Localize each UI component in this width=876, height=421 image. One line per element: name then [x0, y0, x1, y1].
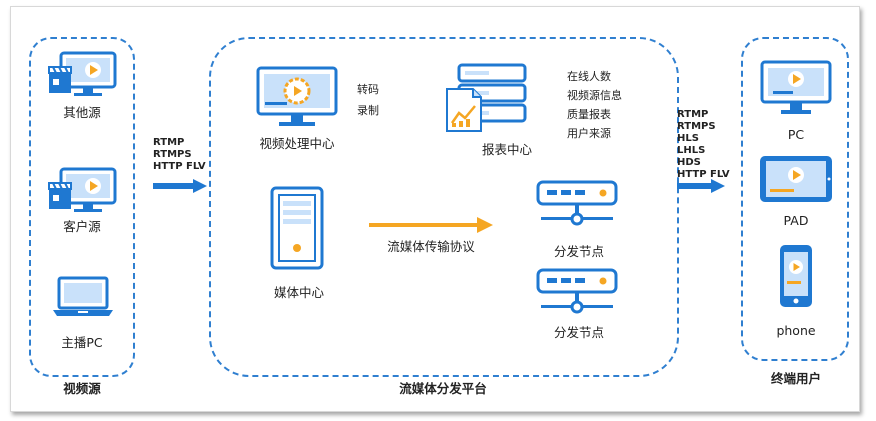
distribution-node-icon	[536, 268, 618, 314]
distribution-node-label: 分发节点	[553, 244, 605, 259]
protocol-label: HDS	[677, 157, 701, 168]
function-label: 转码	[357, 83, 379, 96]
video-center-label: 视频处理中心	[259, 136, 335, 151]
terminal-group	[741, 37, 849, 361]
monitor-video-icon	[48, 167, 117, 212]
pc-monitor-icon	[760, 60, 832, 114]
terminal-label-pad: PAD	[783, 213, 809, 228]
distribution-node-label: 分发节点	[553, 325, 605, 340]
terminal-label-phone: phone	[776, 323, 816, 338]
report-center-functions: 在线人数 视频源信息 质量报表 用户来源	[567, 67, 622, 143]
protocol-label: RTMP	[677, 109, 709, 120]
source-label-other: 其他源	[63, 105, 101, 120]
function-label: 质量报表	[567, 108, 611, 121]
protocol-label: HTTP FLV	[677, 169, 730, 180]
protocol-label: RTMPS	[153, 149, 192, 160]
tablet-icon	[760, 156, 832, 202]
terminal-group-title: 终端用户	[770, 371, 822, 386]
report-center-label: 报表中心	[481, 142, 533, 157]
delivery-protocol-list: RTMP RTMPS HLS LHLS HDS HTTP FLV	[677, 109, 730, 181]
transport-arrow	[369, 217, 493, 233]
protocol-label: RTMPS	[677, 121, 716, 132]
function-label: 用户来源	[567, 127, 611, 140]
source-group-title: 视频源	[63, 381, 101, 396]
ingest-protocol-list: RTMP RTMPS HTTP FLV	[153, 137, 206, 173]
protocol-label: HTTP FLV	[153, 161, 206, 172]
protocol-label: RTMP	[153, 137, 185, 148]
media-server-tower-icon	[270, 186, 324, 270]
video-processing-monitor-icon	[256, 66, 338, 126]
source-group	[29, 37, 135, 377]
protocol-label: HLS	[677, 133, 699, 144]
report-server-icon	[446, 63, 527, 132]
terminal-label-pc: PC	[787, 127, 805, 142]
source-label-anchor-pc: 主播PC	[61, 335, 103, 350]
platform-group	[209, 37, 679, 377]
ingest-arrow	[153, 179, 207, 193]
source-label-customer: 客户源	[63, 219, 101, 234]
transport-label: 流媒体传输协议	[387, 239, 475, 254]
platform-group-title: 流媒体分发平台	[399, 381, 487, 396]
distribution-node-icon	[536, 180, 618, 226]
delivery-arrow	[677, 179, 725, 193]
function-label: 录制	[357, 104, 379, 117]
function-label: 视频源信息	[567, 89, 622, 102]
diagram-frame: 其他源 客户源 主播PC 视频源 RTMP RTMPS HTTP FLV	[10, 6, 860, 412]
monitor-video-icon	[48, 51, 117, 96]
phone-icon	[780, 245, 812, 307]
protocol-label: LHLS	[677, 145, 706, 156]
media-center-label: 媒体中心	[273, 285, 325, 300]
video-center-functions: 转码 录制	[357, 79, 379, 121]
laptop-icon	[53, 276, 113, 316]
function-label: 在线人数	[567, 70, 611, 83]
